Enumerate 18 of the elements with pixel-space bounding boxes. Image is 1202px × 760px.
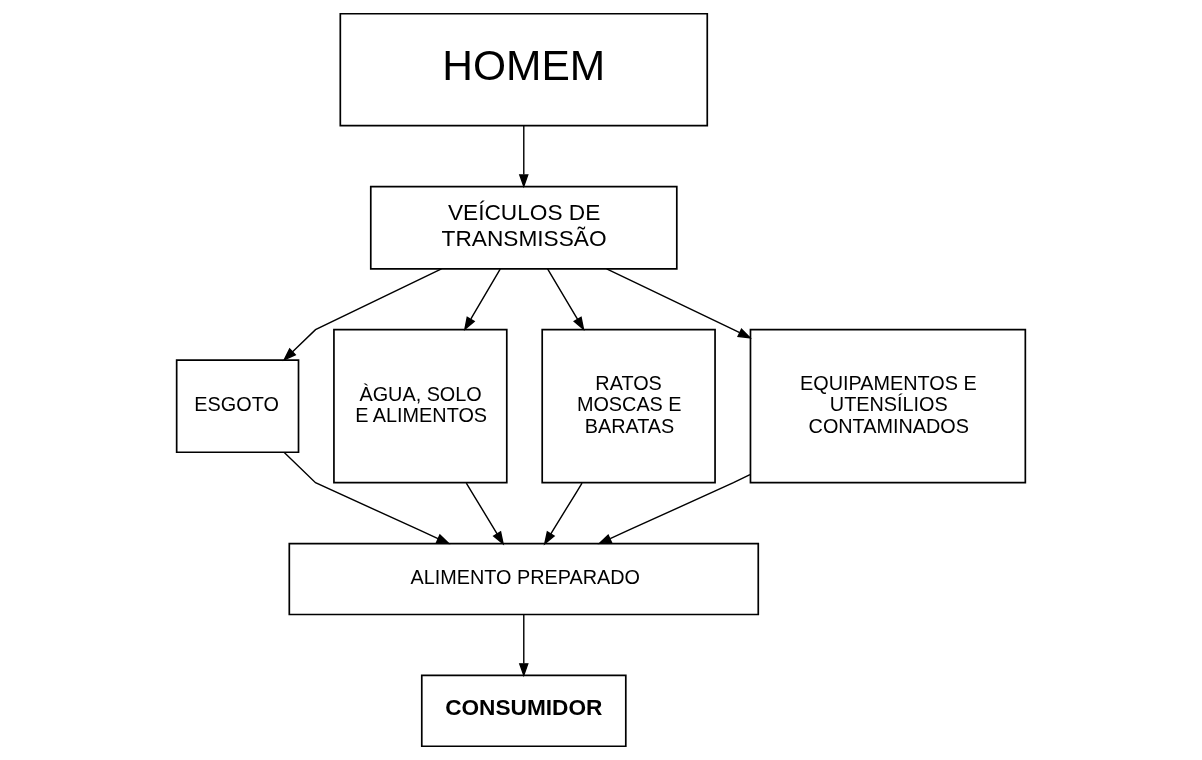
arrow xyxy=(518,125,529,189)
node-box: HOMEM xyxy=(339,12,709,127)
arrow xyxy=(283,451,451,545)
arrow xyxy=(546,268,585,331)
arrow xyxy=(597,474,751,545)
node-box: ALIMENTO PREPARADO xyxy=(288,542,760,616)
arrow xyxy=(465,482,505,546)
node-box: CONSUMIDOR xyxy=(420,674,627,748)
arrow xyxy=(605,268,752,339)
arrow xyxy=(282,268,443,362)
arrow xyxy=(463,268,502,331)
arrow xyxy=(543,482,583,546)
node-box: ÀGUA, SOLO E ALIMENTOS xyxy=(333,328,508,484)
node-box: RATOS MOSCAS E BARATAS xyxy=(541,328,716,484)
node-box: EQUIPAMENTOS E UTENSÍLIOS CONTAMINADOS xyxy=(749,328,1027,484)
node-box: ESGOTO xyxy=(175,359,300,454)
node-box: VEÍCULOS DE TRANSMISSÃO xyxy=(369,185,678,270)
arrow xyxy=(518,614,529,678)
